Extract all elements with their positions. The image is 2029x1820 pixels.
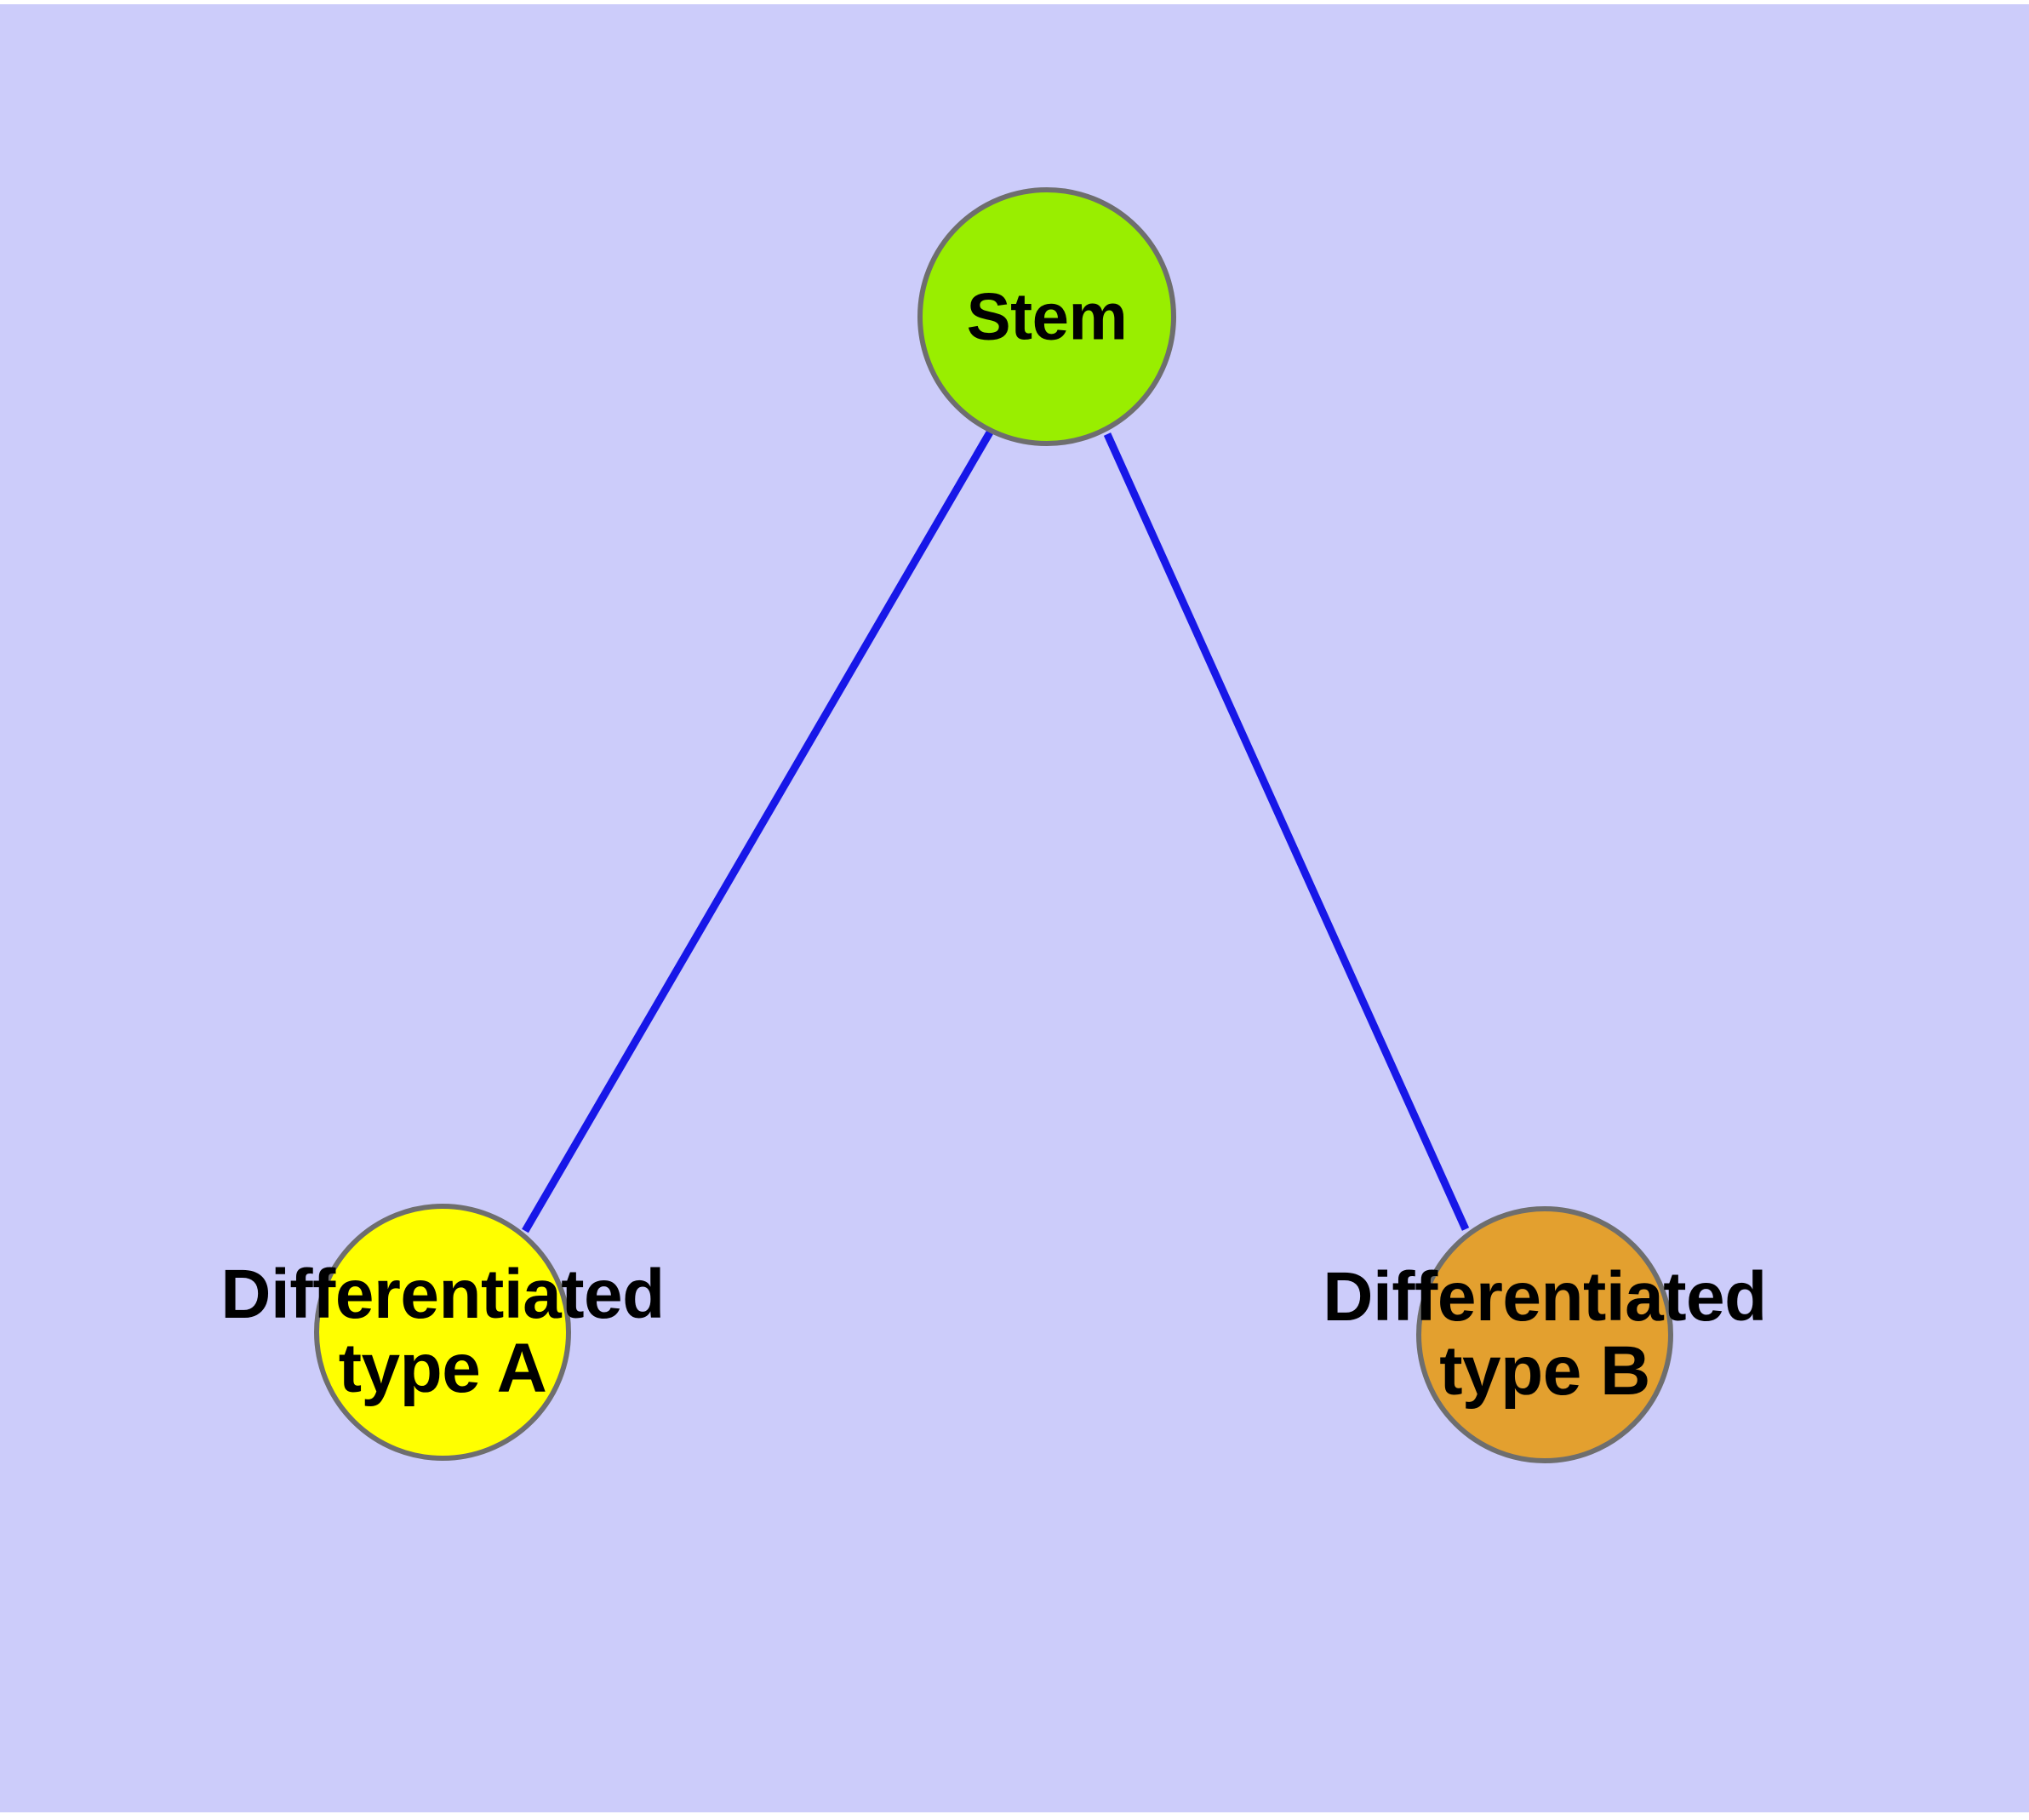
edge-stem-to-diff-b (1103, 432, 1470, 1231)
node-differentiated-type-a[interactable] (314, 1204, 571, 1461)
node-differentiated-type-b[interactable] (1416, 1206, 1673, 1463)
node-stem[interactable] (917, 187, 1176, 446)
node-stem-label: Stem (966, 278, 1128, 354)
edge-stem-to-diff-a (522, 430, 993, 1233)
node-differentiated-type-a-label: Differentiated type A (220, 1256, 665, 1407)
node-differentiated-type-b-label: Differentiated type B (1323, 1258, 1767, 1410)
